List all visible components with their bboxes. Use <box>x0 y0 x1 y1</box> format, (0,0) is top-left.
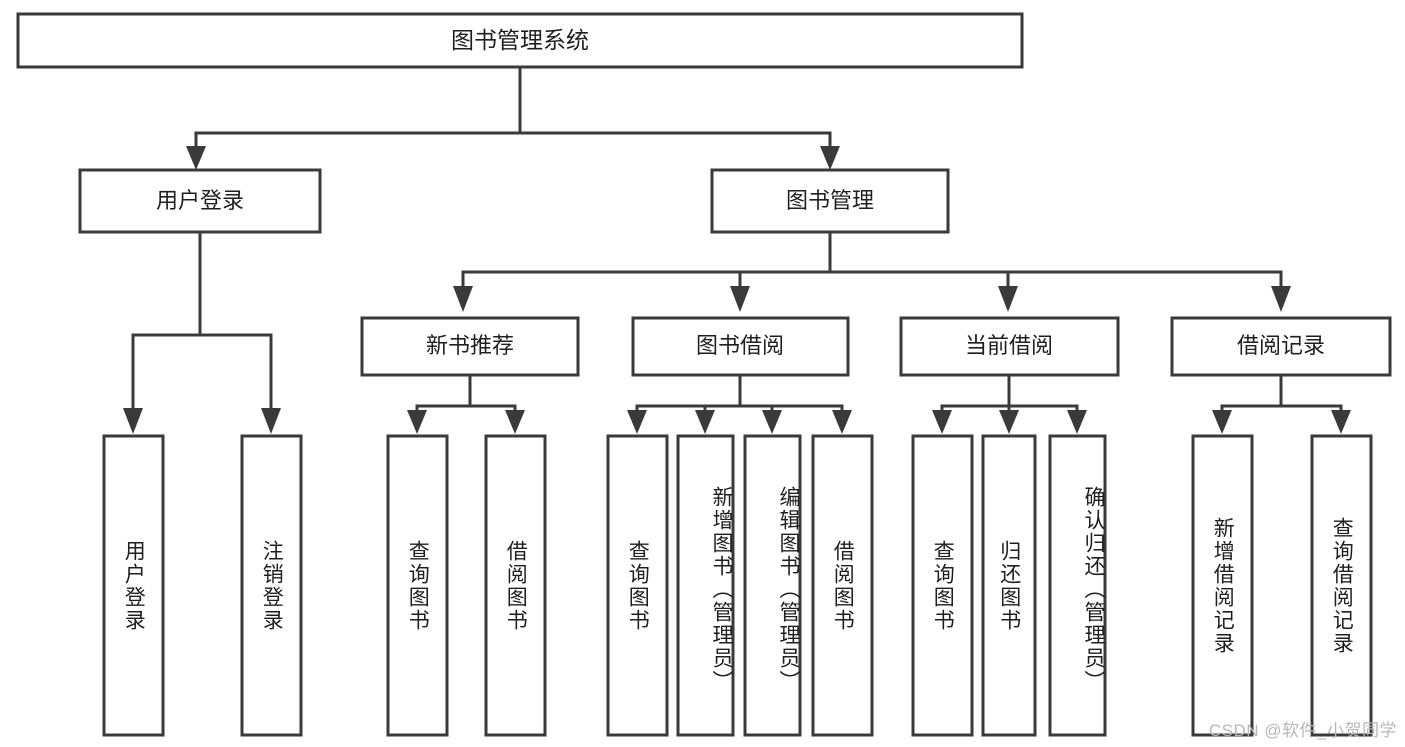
connector-current-borrow-to-leaves <box>932 373 1087 434</box>
leaf-box[interactable] <box>676 434 735 737</box>
connector-book-borrow-to-leaves <box>627 373 852 434</box>
arrow-head-icon <box>932 410 952 434</box>
arrow-head-icon <box>820 146 840 170</box>
leaf-boxes-new-book-rec <box>386 434 547 737</box>
node-new-book-rec[interactable]: 新书推荐 <box>360 316 580 377</box>
leaf-box[interactable] <box>484 434 547 737</box>
node-root-box[interactable] <box>16 12 1024 69</box>
node-new-book-rec-box[interactable] <box>360 316 580 377</box>
node-user-login[interactable]: 用户登录 <box>78 168 322 234</box>
node-book-borrow-label: 图书借阅 <box>696 333 784 358</box>
node-current-borrow-label: 当前借阅 <box>965 333 1053 358</box>
watermark: CSDN @软件_小贺同学 <box>1208 721 1397 740</box>
node-new-book-rec-label: 新书推荐 <box>426 333 514 358</box>
arrow-head-icon <box>407 410 427 434</box>
connector-user-login-to-leaves <box>123 230 281 434</box>
arrow-head-icon <box>1271 286 1291 312</box>
arrow-head-icon <box>1067 410 1087 434</box>
leaf-box[interactable] <box>1310 434 1373 737</box>
arrow-head-icon <box>186 146 206 170</box>
leaf-box[interactable] <box>102 434 165 737</box>
leaf-box[interactable] <box>1048 434 1107 737</box>
node-current-borrow-box[interactable] <box>899 316 1120 377</box>
node-book-manage[interactable]: 图书管理 <box>710 168 950 234</box>
node-borrow-record-label: 借阅记录 <box>1237 333 1325 358</box>
node-root-label: 图书管理系统 <box>451 27 589 53</box>
arrow-head-icon <box>832 410 852 434</box>
node-borrow-record[interactable]: 借阅记录 <box>1170 316 1392 377</box>
arrow-head-icon <box>762 410 782 434</box>
arrow-head-icon <box>998 286 1018 312</box>
arrow-head-icon <box>261 408 281 434</box>
arrow-head-icon <box>999 410 1019 434</box>
node-borrow-record-box[interactable] <box>1170 316 1392 377</box>
leaf-box[interactable] <box>386 434 449 737</box>
node-current-borrow[interactable]: 当前借阅 <box>899 316 1120 377</box>
leaf-box[interactable] <box>240 434 303 737</box>
leaf-box[interactable] <box>743 434 802 737</box>
connector-new-book-rec-to-leaves <box>407 373 525 434</box>
node-user-login-box[interactable] <box>78 168 322 234</box>
node-book-manage-label: 图书管理 <box>786 188 874 213</box>
arrow-head-icon <box>453 286 473 312</box>
node-user-login-label: 用户登录 <box>156 188 244 213</box>
leaf-boxes-book-borrow <box>606 434 874 737</box>
leaf-box[interactable] <box>811 434 874 737</box>
arrow-head-icon <box>123 408 143 434</box>
node-book-borrow-box[interactable] <box>631 316 850 377</box>
connector-root-to-level2 <box>186 65 840 170</box>
arrow-head-icon <box>730 286 750 312</box>
leaf-boxes-current-borrow <box>911 434 1107 737</box>
arrow-head-icon <box>1212 410 1232 434</box>
arrow-head-icon <box>1331 410 1351 434</box>
leaf-box[interactable] <box>981 434 1037 737</box>
leaf-box[interactable] <box>911 434 974 737</box>
arrow-head-icon <box>505 410 525 434</box>
node-root[interactable]: 图书管理系统 <box>16 12 1024 69</box>
connector-borrow-record-to-leaves <box>1212 373 1351 434</box>
connector-book-manage-to-level3 <box>453 230 1291 312</box>
node-book-borrow[interactable]: 图书借阅 <box>631 316 850 377</box>
leaf-boxes-user-login <box>102 434 303 737</box>
arrow-head-icon <box>627 410 647 434</box>
leaf-boxes-borrow-record <box>1191 434 1373 737</box>
leaf-box[interactable] <box>606 434 669 737</box>
leaf-box[interactable] <box>1191 434 1254 737</box>
arrow-head-icon <box>695 410 715 434</box>
node-book-manage-box[interactable] <box>710 168 950 234</box>
